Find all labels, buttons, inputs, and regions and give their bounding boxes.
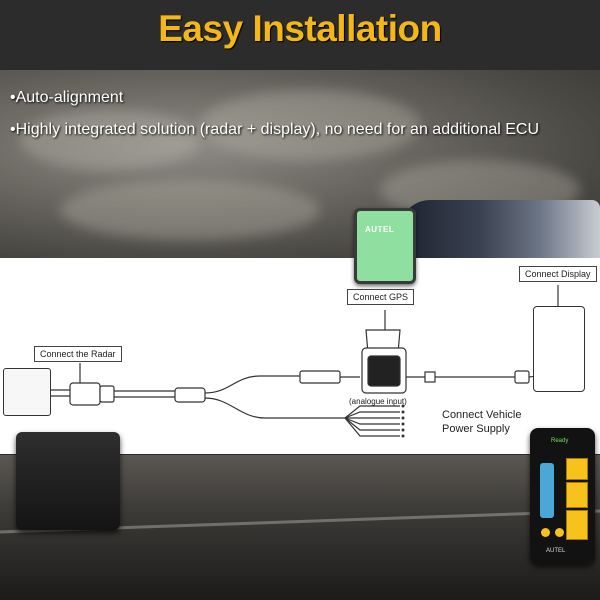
wiring-lines bbox=[48, 285, 559, 438]
truck-photo bbox=[400, 200, 600, 260]
radar-sketch bbox=[3, 368, 51, 416]
bullet-integrated-solution: •Highly integrated solution (radar + dis… bbox=[10, 121, 540, 138]
display-bar-3 bbox=[566, 510, 588, 540]
page-title: Easy Installation bbox=[158, 8, 442, 49]
display-bar-2 bbox=[566, 482, 588, 508]
title-band bbox=[0, 0, 600, 70]
display-warning-icon bbox=[555, 528, 564, 537]
label-connect-gps: Connect GPS bbox=[347, 289, 415, 305]
gps-brand-logo: AUTEL bbox=[365, 225, 395, 234]
gps-module: AUTEL bbox=[354, 208, 416, 284]
display-brand-logo: AUTEL bbox=[546, 548, 566, 554]
radar-unit bbox=[16, 432, 120, 530]
display-indicator-icon bbox=[541, 528, 550, 537]
label-connect-power-line1: Connect Vehicle bbox=[442, 409, 522, 421]
label-analogue-input: (analogue input) bbox=[349, 397, 407, 406]
display-bar-1 bbox=[566, 458, 588, 480]
display-truck-icon bbox=[540, 463, 554, 518]
bullet-auto-alignment: •Auto-alignment bbox=[10, 89, 124, 106]
display-sketch bbox=[533, 306, 585, 392]
label-connect-display: Connect Display bbox=[519, 266, 597, 282]
label-connect-radar: Connect the Radar bbox=[34, 346, 122, 362]
sky-background bbox=[0, 70, 600, 260]
display-status-text: Ready bbox=[551, 438, 569, 444]
label-connect-power-line2: Power Supply bbox=[442, 423, 510, 435]
